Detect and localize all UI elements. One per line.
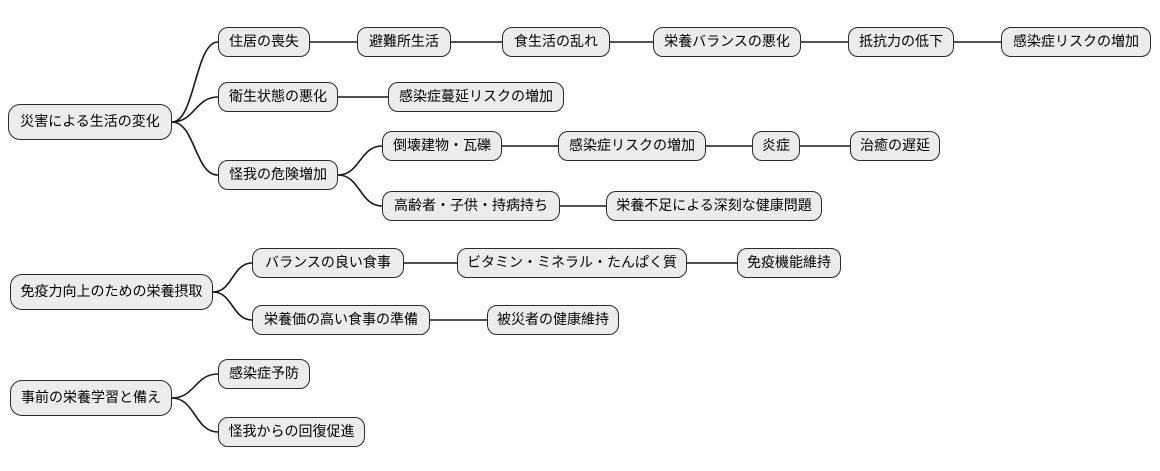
mindmap-edge-root3-yobo bbox=[171, 373, 219, 399]
mindmap-node-chiyu: 治癒の遅延 bbox=[850, 131, 940, 161]
mindmap-node-kansen1: 感染症リスクの増加 bbox=[1001, 27, 1151, 57]
mindmap-edge-root2-balance bbox=[212, 262, 253, 293]
mindmap-node-kaifuku: 怪我からの回復促進 bbox=[218, 417, 365, 447]
mindmap-node-eiyob: 栄養バランスの悪化 bbox=[653, 27, 801, 57]
mindmap-node-fusoku: 栄養不足による深刻な健康問題 bbox=[606, 191, 822, 221]
mindmap-node-hinan: 避難所生活 bbox=[357, 27, 451, 57]
mindmap-node-yobo: 感染症予防 bbox=[218, 359, 310, 389]
mindmap-node-ensho: 炎症 bbox=[752, 131, 800, 161]
mindmap-node-kansen2: 感染症リスクの増加 bbox=[558, 131, 706, 161]
mindmap-edge-root3-kaifuku bbox=[171, 397, 219, 433]
mindmap-node-root1: 災害による生活の変化 bbox=[8, 104, 172, 140]
mindmap-node-root3: 事前の栄養学習と備え bbox=[10, 380, 172, 416]
mindmap-node-korei: 高齢者・子供・持病持ち bbox=[382, 191, 560, 221]
mindmap-node-eiyoka: 栄養価の高い食事の準備 bbox=[252, 305, 430, 335]
mindmap-node-eisei: 衛生状態の悪化 bbox=[218, 82, 338, 112]
mindmap-node-teiko: 抵抗力の低下 bbox=[848, 27, 954, 57]
mindmap-node-shoku: 食生活の乱れ bbox=[502, 27, 610, 57]
mindmap-node-tokai: 倒壊建物・瓦礫 bbox=[382, 131, 502, 161]
mindmap-node-meneki: 免疫機能維持 bbox=[737, 248, 841, 278]
mindmap-node-balance: バランスの良い食事 bbox=[252, 248, 404, 278]
mindmap-node-vitamin: ビタミン・ミネラル・たんぱく質 bbox=[457, 248, 687, 278]
mindmap-node-manen: 感染症蔓延リスクの増加 bbox=[388, 82, 564, 112]
mindmap-edge-root1-eisei bbox=[171, 96, 219, 123]
mindmap-edge-root1-jukyo bbox=[171, 41, 219, 123]
mindmap-node-hisai: 被災者の健康維持 bbox=[487, 305, 619, 335]
mindmap-node-jukyo: 住居の喪失 bbox=[218, 27, 310, 57]
mindmap-edge-root1-kega bbox=[171, 121, 219, 176]
mindmap-node-root2: 免疫力向上のための栄養摂取 bbox=[10, 274, 213, 310]
mindmap-edge-kega-tokai bbox=[337, 145, 383, 176]
mindmap-edge-kega-korei bbox=[337, 174, 383, 207]
mindmap-node-kega: 怪我の危険増加 bbox=[218, 160, 338, 190]
mindmap-edge-root2-eiyoka bbox=[212, 291, 253, 321]
